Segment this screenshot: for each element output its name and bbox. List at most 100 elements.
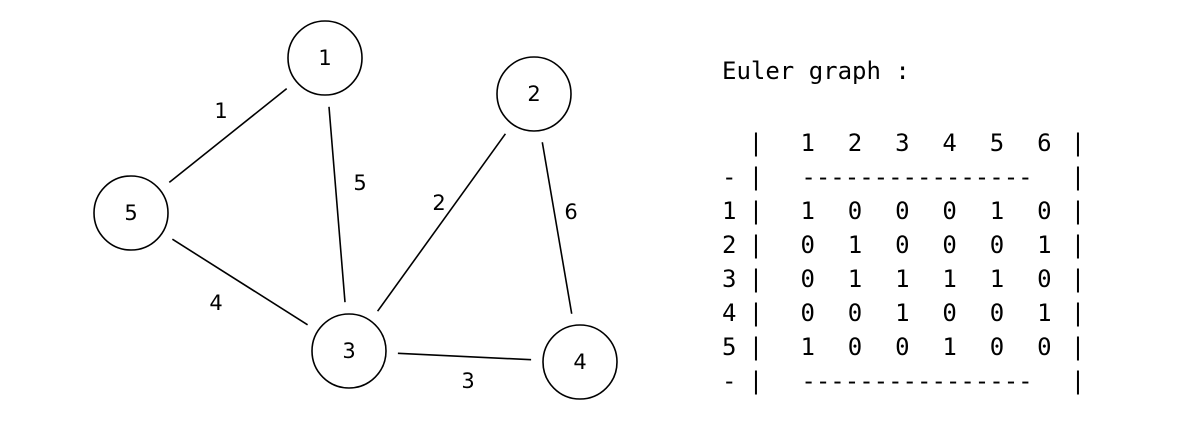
- edge-label: 3: [461, 369, 474, 393]
- left-bar: |: [748, 333, 764, 361]
- matrix-cell: 0: [942, 231, 957, 259]
- divider-label: -: [722, 163, 737, 191]
- edge-label: 6: [564, 200, 577, 224]
- left-bar: |: [748, 265, 764, 293]
- node-label: 4: [573, 350, 586, 374]
- right-bar: |: [1070, 333, 1086, 361]
- matrix-cell: 1: [800, 333, 815, 361]
- left-bar: |: [748, 129, 764, 157]
- edge-label: 4: [209, 291, 222, 315]
- left-bar: |: [748, 367, 764, 395]
- edge-3-2: [376, 133, 507, 312]
- header-corner: [722, 126, 746, 160]
- matrix-cell: 0: [800, 231, 815, 259]
- matrix-cell: 1: [895, 265, 910, 293]
- edge-label: 2: [432, 191, 445, 215]
- divider-dashes: ----------------: [801, 367, 1033, 395]
- left-bar: |: [748, 299, 764, 327]
- column-header: 1: [800, 129, 815, 157]
- matrix-cell: 0: [942, 299, 957, 327]
- row-cells: 0 0 1 0 0 1: [766, 296, 1068, 330]
- matrix-row: 5 | 1 0 0 1 0 0 |: [722, 330, 1088, 364]
- row-cells: 1 0 0 1 0 0: [766, 330, 1068, 364]
- matrix-cell: 0: [989, 231, 1005, 259]
- matrix-cell: 0: [847, 197, 863, 225]
- column-header: 6: [1037, 129, 1052, 157]
- matrix-cell: 0: [800, 265, 815, 293]
- matrix-row: 3 | 0 1 1 1 1 0 |: [722, 262, 1088, 296]
- matrix-cell: 1: [989, 265, 1005, 293]
- matrix-cell: 1: [847, 231, 863, 259]
- matrix-cell: 0: [895, 231, 910, 259]
- matrix-row: 4 | 0 0 1 0 0 1 |: [722, 296, 1088, 330]
- left-bar: |: [748, 163, 764, 191]
- matrix-cell: 1: [800, 197, 815, 225]
- node-4: [542, 324, 618, 400]
- row-cells: 0 1 1 1 1 0: [766, 262, 1068, 296]
- matrix-title: Euler graph :: [722, 57, 910, 85]
- row-cells: 1 0 0 0 1 0: [766, 194, 1068, 228]
- matrix-cell: 1: [895, 299, 910, 327]
- row-label: 3: [722, 265, 737, 293]
- edge-2-4: [541, 142, 573, 314]
- edge-5-1: [168, 87, 288, 184]
- matrix-cell: 0: [847, 333, 863, 361]
- edge-1-3: [328, 106, 346, 303]
- matrix-cell: 1: [1037, 231, 1052, 259]
- matrix-cell: 0: [989, 333, 1005, 361]
- matrix-cell: 0: [1037, 265, 1052, 293]
- divider-dashes: ----------------: [801, 163, 1033, 191]
- node-label: 2: [527, 82, 540, 106]
- right-bar: |: [1070, 299, 1086, 327]
- node-label: 3: [342, 339, 355, 363]
- graph-diagram: 1 2 3 4 5 6 1 2 3 4 5: [93, 20, 618, 400]
- node-3: [311, 313, 387, 389]
- matrix-header-row: | 1 2 3 4 5 6 |: [722, 126, 1088, 160]
- right-bar: |: [1070, 197, 1086, 225]
- row-cells: 0 1 0 0 0 1: [766, 228, 1068, 262]
- matrix-cell: 0: [989, 299, 1005, 327]
- row-label: 4: [722, 299, 737, 327]
- edge-label: 1: [214, 99, 227, 123]
- column-header: 3: [895, 129, 910, 157]
- edge-label: 5: [353, 171, 366, 195]
- matrix-cell: 0: [895, 197, 910, 225]
- matrix-cell: 0: [1037, 197, 1052, 225]
- matrix-cell: 1: [1037, 299, 1052, 327]
- right-bar: |: [1070, 265, 1086, 293]
- matrix-cell: 1: [989, 197, 1005, 225]
- edge-5-3: [171, 238, 309, 326]
- node-1: [287, 20, 363, 96]
- matrix-row: 2 | 0 1 0 0 0 1 |: [722, 228, 1088, 262]
- matrix-cell: 0: [895, 333, 910, 361]
- right-bar: |: [1070, 129, 1086, 157]
- row-label: 2: [722, 231, 737, 259]
- node-5: [93, 175, 169, 251]
- matrix-cell: 0: [1037, 333, 1052, 361]
- matrix-divider-bottom: - | ---------------- |: [722, 364, 1088, 398]
- matrix-cell: 1: [942, 265, 957, 293]
- matrix-cell: 0: [800, 299, 815, 327]
- edge-3-4: [397, 352, 532, 361]
- row-label: 1: [722, 197, 737, 225]
- column-header: 2: [847, 129, 863, 157]
- column-header: 5: [989, 129, 1005, 157]
- left-bar: |: [748, 231, 764, 259]
- right-bar: |: [1070, 367, 1086, 395]
- node-label: 5: [124, 201, 137, 225]
- divider-label: -: [722, 367, 737, 395]
- column-headers: 1 2 3 4 5 6: [766, 126, 1068, 160]
- matrix-divider-top: - | ---------------- |: [722, 160, 1088, 194]
- matrix-cell: 0: [942, 197, 957, 225]
- matrix-cell: 1: [942, 333, 957, 361]
- node-2: [496, 56, 572, 132]
- matrix-row: 1 | 1 0 0 0 1 0 |: [722, 194, 1088, 228]
- row-label: 5: [722, 333, 737, 361]
- right-bar: |: [1070, 231, 1086, 259]
- incidence-matrix-panel: Euler graph : | 1 2 3 4 5 6 | - | ------…: [722, 54, 1088, 398]
- left-bar: |: [748, 197, 764, 225]
- node-label: 1: [318, 46, 331, 70]
- right-bar: |: [1070, 163, 1086, 191]
- matrix-cell: 0: [847, 299, 863, 327]
- column-header: 4: [942, 129, 957, 157]
